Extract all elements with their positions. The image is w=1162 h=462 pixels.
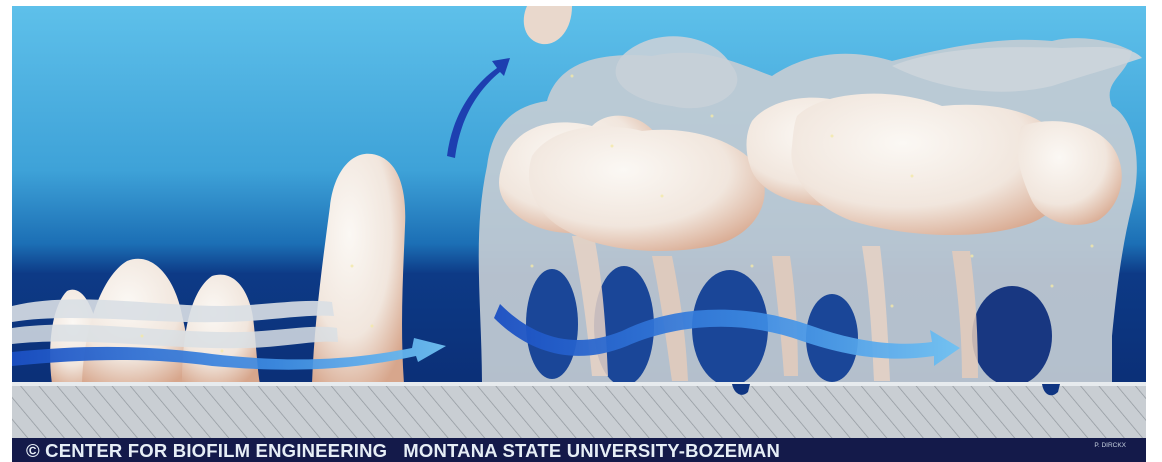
credit-bar: © CENTER FOR BIOFILM ENGINEERING MONTANA… <box>12 438 1146 462</box>
water-channel <box>526 269 578 379</box>
biofilm-scene <box>12 6 1146 438</box>
credit-text: © CENTER FOR BIOFILM ENGINEERING MONTANA… <box>26 440 780 462</box>
biofilm-diagram <box>12 6 1146 438</box>
substratum <box>12 384 1146 438</box>
artist-credit: P. DIRCKX <box>1094 442 1126 449</box>
water-channel <box>972 286 1052 386</box>
substratum-edge <box>12 382 1146 386</box>
